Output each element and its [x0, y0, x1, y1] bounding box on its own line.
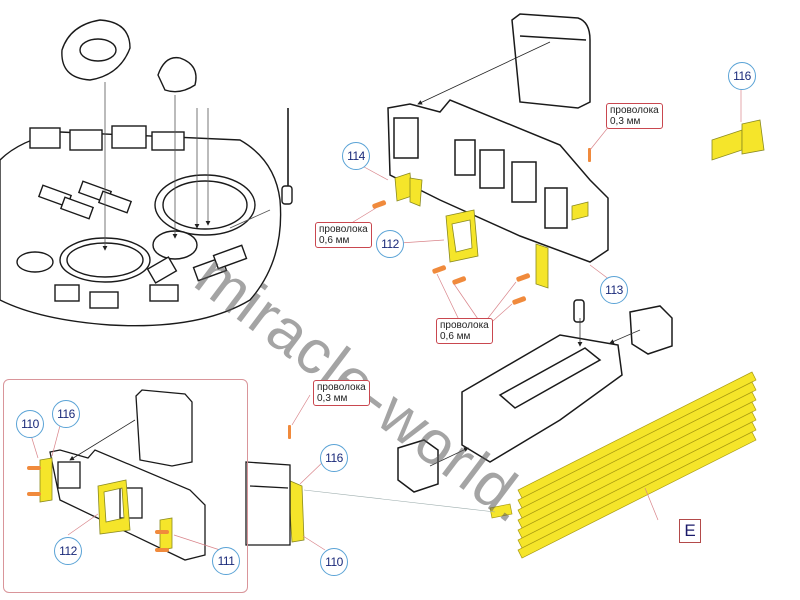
callout-114: 114 — [342, 142, 370, 170]
callout-112-inset: 112 — [54, 537, 82, 565]
callout-116-top: 116 — [728, 62, 756, 90]
section-label-E: E — [679, 519, 701, 543]
part-114 — [394, 172, 413, 202]
callout-116-side: 116 — [320, 444, 348, 472]
callout-111-inset: 111 — [212, 547, 240, 575]
engine-deck — [397, 299, 673, 493]
callout-116-inset: 116 — [52, 400, 80, 428]
note-wire-0-3mm-side: проволока 0,3 мм — [313, 380, 370, 406]
side-view — [245, 461, 291, 546]
highlighted-parts — [394, 119, 765, 289]
note-wire-0-3mm-top: проволока 0,3 мм — [606, 103, 663, 129]
callout-110-inset: 110 — [16, 410, 44, 438]
periscope-cover — [157, 56, 197, 93]
fuel-tank-left — [397, 439, 439, 493]
part-116 — [711, 129, 743, 161]
note-wire-0-6mm-mid: проволока 0,6 мм — [436, 318, 493, 344]
rear-stowage-box — [387, 13, 609, 263]
callout-112-main: 112 — [376, 230, 404, 258]
callout-113: 113 — [600, 276, 628, 304]
inset-detail-frame — [3, 379, 248, 593]
turret-assembly — [0, 19, 293, 327]
wire-pins — [288, 148, 591, 439]
note-wire-0-6mm-left: проволока 0,6 мм — [315, 222, 372, 248]
callout-110-side: 110 — [320, 548, 348, 576]
part-113 — [535, 243, 549, 289]
part-112 — [445, 209, 479, 263]
grille-E — [489, 371, 757, 559]
turret-assembly-arrows — [102, 82, 211, 251]
box-lid — [511, 13, 591, 109]
fuel-tank-right — [629, 305, 673, 355]
